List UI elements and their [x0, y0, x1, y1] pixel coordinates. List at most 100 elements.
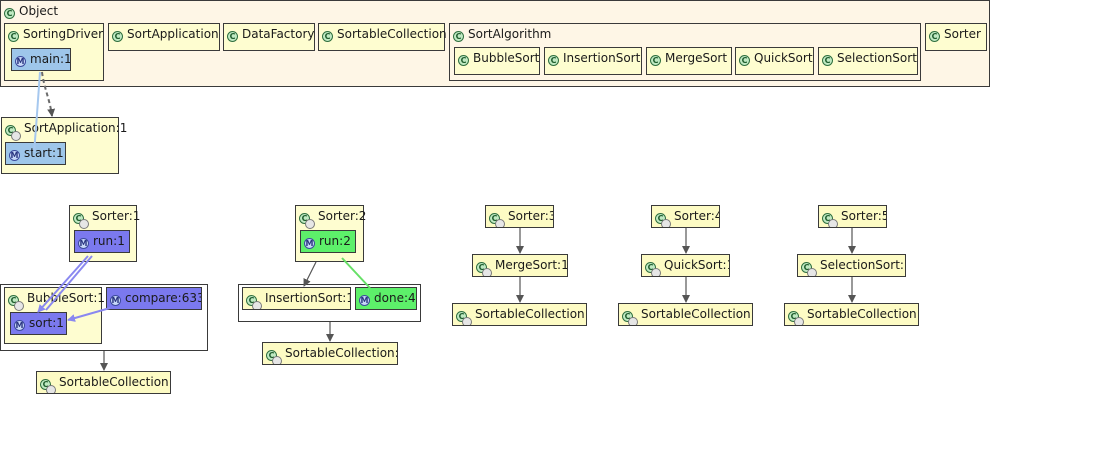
bubble-sort-label: BubbleSort [473, 51, 540, 65]
class-icon: C [929, 31, 940, 42]
object-icon: C [266, 350, 282, 364]
method-icon: M [110, 295, 121, 306]
object-icon: C [456, 311, 472, 325]
sorter-2-label: Sorter:2 [318, 209, 367, 223]
sortable-collection-label: SortableCollection [337, 27, 447, 41]
class-icon: C [822, 55, 833, 66]
sorter-1-label: Sorter:1 [92, 209, 141, 223]
edge-run1-to-sort1 [45, 255, 93, 311]
sorter-header: C Sorter [929, 26, 981, 42]
class-icon: C [4, 8, 15, 19]
object-icon: C [822, 213, 838, 227]
quick-sort-instance-label: QuickSort:1 [664, 258, 730, 272]
sort-application-label: SortApplication [127, 27, 219, 41]
class-icon: C [458, 55, 469, 66]
sort-application-instance-label: SortApplication:1 [24, 121, 128, 135]
edge-sorter2-to-insertion [303, 261, 317, 287]
sort-algorithm-label: SortAlgorithm [468, 27, 552, 41]
insertion-sort-instance-label: InsertionSort:1 [265, 291, 351, 305]
sortable-collection-header: C SortableCollection [322, 26, 447, 42]
sorter-class[interactable]: C Sorter [925, 23, 987, 51]
method-icon: M [304, 238, 315, 249]
object-header: C Object [4, 3, 58, 19]
sort-1-label: sort:1 [29, 316, 64, 330]
class-icon: C [322, 31, 333, 42]
merge-sort-instance-label: MergeSort:1 [495, 258, 568, 272]
object-label: Object [19, 4, 59, 18]
object-icon: C [622, 311, 638, 325]
main-method-label: main:1 [30, 52, 71, 66]
method-icon: M [78, 238, 89, 249]
sortable-collection-4-label: SortableCollection:4 [641, 307, 753, 321]
object-icon: C [788, 311, 804, 325]
class-icon: C [8, 31, 19, 42]
bubble-sort-class[interactable]: C BubbleSort [454, 47, 540, 75]
object-icon: C [40, 379, 56, 393]
sortable-collection-class[interactable]: C SortableCollection [318, 23, 447, 51]
selection-sort-instance-label: SelectionSort:1 [820, 258, 906, 272]
sorter-3-label: Sorter:3 [508, 209, 554, 223]
object-icon: C [489, 213, 505, 227]
sorter-label: Sorter [944, 27, 981, 41]
sortable-collection-5-label: SortableCollection:5 [807, 307, 919, 321]
object-icon: C [645, 262, 661, 276]
data-factory-label: DataFactory [242, 27, 315, 41]
object-icon: C [655, 213, 671, 227]
sortable-collection-1-label: SortableCollection:1 [59, 375, 171, 389]
object-icon: C [73, 213, 89, 229]
method-icon: M [9, 150, 20, 161]
object-icon: C [801, 262, 817, 276]
run-1-label: run:1 [93, 234, 125, 248]
method-icon: M [15, 56, 26, 67]
object-icon: C [246, 295, 262, 309]
object-icon: C [476, 262, 492, 276]
object-icon: C [5, 125, 21, 141]
object-icon: C [299, 213, 315, 229]
method-icon: M [359, 295, 370, 306]
sorting-driver-label: SortingDriver [23, 27, 104, 41]
class-icon: C [739, 55, 750, 66]
class-icon: C [453, 31, 464, 42]
sort-algorithm-header: C SortAlgorithm [453, 26, 551, 42]
edge-main-to-start [33, 71, 41, 153]
run-2-label: run:2 [319, 234, 351, 248]
